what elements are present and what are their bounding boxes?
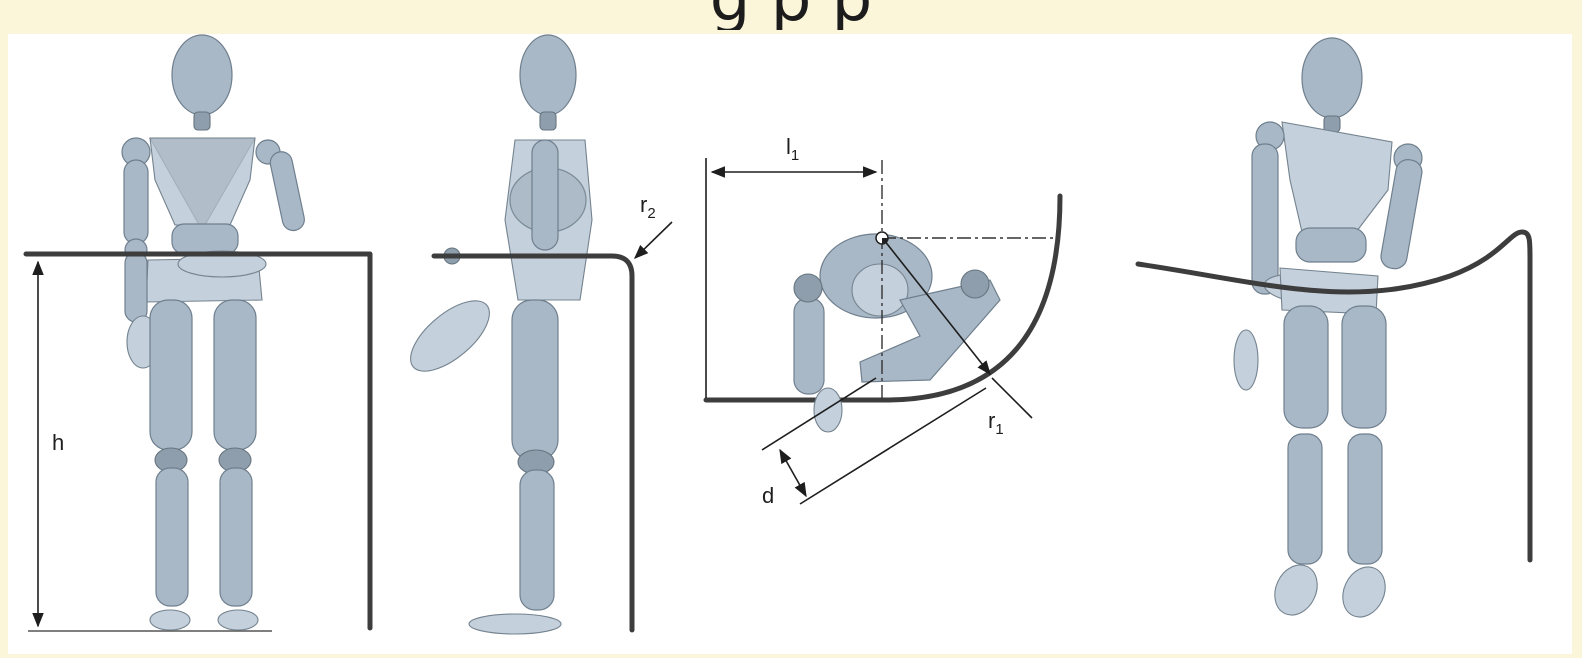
r1-radius-line xyxy=(883,239,991,376)
left-hand-perspective xyxy=(1233,329,1259,391)
left-arm-top xyxy=(793,297,825,395)
waist-perspective xyxy=(1295,227,1367,263)
heading-text: g p p xyxy=(0,0,1582,30)
right-shin xyxy=(219,467,253,607)
right-shin-perspective xyxy=(1347,433,1383,565)
shin-side xyxy=(519,469,555,611)
cropped-heading: g p p xyxy=(0,0,1582,30)
perspective-view-figure xyxy=(1135,37,1533,618)
right-arm-perspective xyxy=(1380,159,1423,270)
d-extension-1 xyxy=(761,377,877,451)
label-r1: r1 xyxy=(988,408,1004,438)
forearm xyxy=(124,251,148,323)
chest-perspective xyxy=(1281,121,1393,241)
neck-side xyxy=(539,111,557,131)
handrail-front xyxy=(23,251,373,631)
left-thigh-perspective xyxy=(1283,305,1329,429)
left-foot xyxy=(149,609,191,631)
upper-arm-right xyxy=(269,151,305,232)
left-foot-perspective xyxy=(1274,564,1318,616)
side-view-figure: r2 xyxy=(410,34,673,635)
r1-leader xyxy=(991,377,1033,419)
mannequin-head-side xyxy=(519,34,577,116)
mannequin-head xyxy=(171,34,233,116)
shoulder-joint-top-right xyxy=(960,269,990,299)
handrail-perspective xyxy=(1135,229,1533,563)
right-foot-perspective xyxy=(1342,566,1386,618)
handrail-side xyxy=(431,253,635,633)
mannequin-waist xyxy=(171,223,239,255)
mannequin-head-perspective xyxy=(1301,37,1363,119)
d-extension-2 xyxy=(799,387,987,505)
left-shin-perspective xyxy=(1287,433,1323,565)
label-h: h xyxy=(52,430,64,455)
head-top xyxy=(851,263,909,317)
hand-side xyxy=(410,300,490,372)
upper-arm xyxy=(123,159,149,245)
left-shin xyxy=(155,467,189,607)
right-arm-top xyxy=(859,279,1001,383)
left-hand-top xyxy=(813,387,843,433)
foot-side xyxy=(468,613,562,635)
right-thigh xyxy=(213,299,257,451)
shoulder-joint-top xyxy=(793,273,823,303)
top-view-figure: l1 r1 d xyxy=(703,134,1063,508)
right-thigh-perspective xyxy=(1341,305,1387,429)
front-view-figure: h xyxy=(23,34,373,632)
chest-shading xyxy=(149,137,256,232)
right-hand-on-rail xyxy=(177,250,267,278)
left-thigh xyxy=(149,299,193,451)
label-l1: l1 xyxy=(786,134,799,164)
label-d: d xyxy=(762,483,774,508)
left-arm-perspective xyxy=(1251,143,1279,295)
right-foot xyxy=(217,609,259,631)
d-dimension xyxy=(779,448,807,498)
upper-arm-side xyxy=(531,139,559,251)
mannequin-neck xyxy=(193,111,211,131)
thigh-side xyxy=(511,299,559,461)
r2-leader xyxy=(633,221,673,260)
label-r2: r2 xyxy=(640,192,656,222)
handrail-top-view xyxy=(703,193,1063,403)
